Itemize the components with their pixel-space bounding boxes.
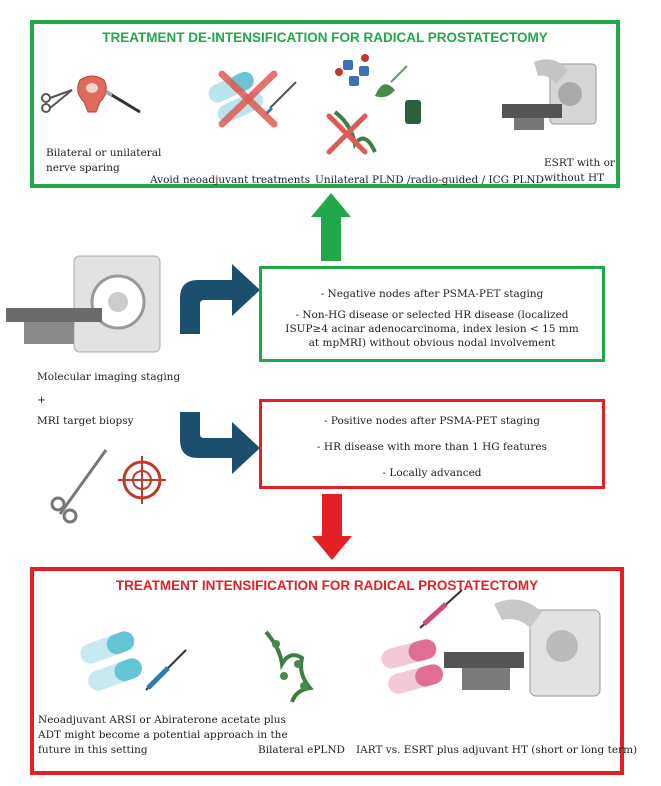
plus-label: +: [37, 394, 46, 406]
lymph-chain-icon: [264, 630, 314, 703]
molecular-imaging-label: Molecular imaging staging: [37, 371, 181, 383]
bent-arrow-down-blue: [180, 412, 260, 474]
deintensification-panel: TREATMENT DE-INTENSIFICATION FOR RADICAL…: [30, 20, 620, 188]
down-arrow-red: [312, 494, 352, 560]
caption-neoadjuvant-2: ADT might become a potential approach in…: [38, 729, 288, 741]
intensification-title: TREATMENT INTENSIFICATION FOR RADICAL PR…: [115, 578, 539, 593]
caption-eplnd: Bilateral ePLND: [258, 744, 345, 756]
criteria-non-hg-1: - Non-HG disease or selected HR disease …: [295, 309, 569, 321]
caption-nerve-sparing-1: Bilateral or unilateral: [46, 147, 162, 159]
caption-nerve-sparing-2: nerve sparing: [46, 162, 120, 174]
criteria-non-hg-3: at mpMRI) without obvious nodal involvem…: [308, 337, 556, 349]
deintensification-title: TREATMENT DE-INTENSIFICATION FOR RADICAL…: [102, 30, 548, 45]
caption-plnd: Unilateral PLND /radio-guided / ICG PLND: [315, 174, 545, 186]
pills-syringe-icon: [80, 631, 187, 691]
biopsy-needle-icon: [50, 449, 108, 524]
positive-criteria-box: - Positive nodes after PSMA-PET staging …: [259, 399, 605, 489]
caption-esrt-1: ESRT with or: [544, 157, 615, 169]
nerve-sparing-icon: [41, 75, 141, 114]
mri-target-label: MRI target biopsy: [37, 415, 134, 427]
up-arrow-green: [311, 193, 351, 261]
caption-avoid-neoadjuvant: Avoid neoadjuvant treatments: [150, 174, 311, 186]
target-icon: [118, 456, 166, 504]
criteria-locally-advanced: - Locally advanced: [382, 467, 482, 479]
lymph-nodes-icon: [326, 54, 421, 155]
criteria-positive-nodes: - Positive nodes after PSMA-PET staging: [324, 415, 540, 427]
crossed-pills-icon: [208, 70, 297, 128]
criteria-non-hg-2: ISUP≥4 acinar adenocarcinoma, index lesi…: [285, 323, 579, 335]
caption-neoadjuvant-1: Neoadjuvant ARSI or Abiraterone acetate …: [38, 714, 286, 726]
caption-esrt-2: without HT: [544, 172, 605, 184]
intensification-panel: TREATMENT INTENSIFICATION FOR RADICAL PR…: [30, 567, 624, 775]
iart-machine-icon: [381, 589, 601, 697]
caption-iart: IART vs. ESRT plus adjuvant HT (short or…: [356, 744, 638, 756]
bent-arrow-up-blue: [180, 264, 260, 334]
negative-criteria-box: - Negative nodes after PSMA-PET staging …: [259, 266, 605, 362]
criteria-hr-disease: - HR disease with more than 1 HG feature…: [317, 441, 547, 453]
criteria-negative-nodes: - Negative nodes after PSMA-PET staging: [320, 288, 544, 300]
radiotherapy-machine-icon: [502, 59, 597, 130]
pet-scanner-icon: [6, 255, 161, 353]
caption-neoadjuvant-3: future in this setting: [38, 744, 148, 756]
